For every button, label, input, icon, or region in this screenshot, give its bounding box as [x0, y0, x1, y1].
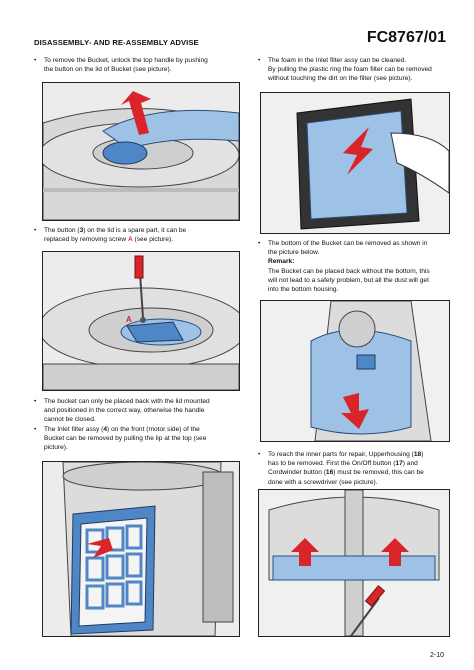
instruction-line: Bucket can be removed by pulling the lip… [44, 435, 207, 443]
part-number: 18 [413, 451, 422, 458]
instruction-line: To remove the Bucket, unlock the top han… [44, 57, 208, 64]
instruction-bucket-bottom: The bottom of the Bucket can be removed … [258, 239, 448, 294]
remark-heading: Remark: [268, 258, 295, 266]
figure-inlet-filter [42, 461, 240, 637]
instruction-line: ) [421, 451, 424, 458]
instruction-line: Cordwinder button ( [268, 469, 326, 477]
instruction-line: will not lead to a safety problem, but a… [268, 276, 429, 284]
instruction-line: The Bucket can be placed back without th… [268, 267, 430, 275]
instruction-line: into the bottom housing. [268, 286, 339, 294]
page-number: 2-10 [429, 652, 444, 659]
instruction-line: ) on the lid is a spare part, it can be [83, 227, 187, 234]
instruction-line: the picture below. [268, 249, 320, 257]
part-number: 16 [325, 469, 334, 477]
instruction-remove-bucket: To remove the Bucket, unlock the top han… [34, 56, 239, 74]
instruction-line: The button ( [44, 227, 80, 234]
instruction-lid-button: The button (3) on the lid is a spare par… [34, 226, 239, 244]
instruction-lid-position: The bucket can only be placed back with … [34, 397, 239, 425]
instruction-line: ) and [402, 460, 418, 468]
instruction-line: and positioned in the correct way, other… [44, 407, 205, 415]
part-number: 17 [395, 460, 403, 468]
figure-lid-screw [42, 251, 240, 391]
instruction-line: done with a screwdriver (see picture). [268, 478, 378, 486]
instruction-line: To reach the inner parts for repair, Upp… [268, 451, 414, 458]
section-title: DISASSEMBLY- AND RE-ASSEMBLY ADVISE [34, 38, 199, 47]
model-number: FC8767/01 [366, 29, 446, 46]
part-number: 3 [79, 227, 84, 234]
instruction-line: ) must be removed, this can be [333, 469, 424, 477]
screw-label: A [127, 236, 133, 244]
instruction-line: The Inlet filter assy ( [44, 426, 104, 433]
instruction-line: replaced by removing screw [44, 236, 128, 244]
instruction-line: the button on the lid of Bucket (see pic… [44, 66, 172, 74]
instruction-inlet-filter: The Inlet filter assy (4) on the front (… [34, 425, 239, 453]
instruction-line: has to be removed. First the On/Off butt… [268, 460, 396, 468]
instruction-line: By pulling the plastic ring the foam fil… [268, 66, 432, 74]
instruction-line: picture). [44, 444, 68, 452]
instruction-upperhousing: To reach the inner parts for repair, Upp… [258, 450, 448, 487]
figure-label-a: A [126, 315, 132, 324]
part-number: 4 [103, 426, 108, 433]
figure-foam-filter [260, 92, 450, 234]
figure-bucket-bottom [260, 300, 450, 442]
figure-upperhousing [258, 489, 450, 637]
instruction-line: (see picture). [132, 236, 174, 244]
instruction-line: ) on the front (motor side) of the [107, 426, 200, 433]
instruction-line: The bottom of the Bucket can be removed … [268, 240, 428, 247]
instruction-line: cannot be closed. [44, 416, 96, 424]
instruction-line: The bucket can only be placed back with … [44, 398, 210, 405]
instruction-foam-filter: The foam in the Inlet filter assy can be… [258, 56, 448, 84]
instruction-line: without touching the dirt on the filter … [268, 75, 413, 83]
figure-bucket-handle [42, 82, 240, 221]
instruction-line: The foam in the Inlet filter assy can be… [268, 57, 407, 64]
